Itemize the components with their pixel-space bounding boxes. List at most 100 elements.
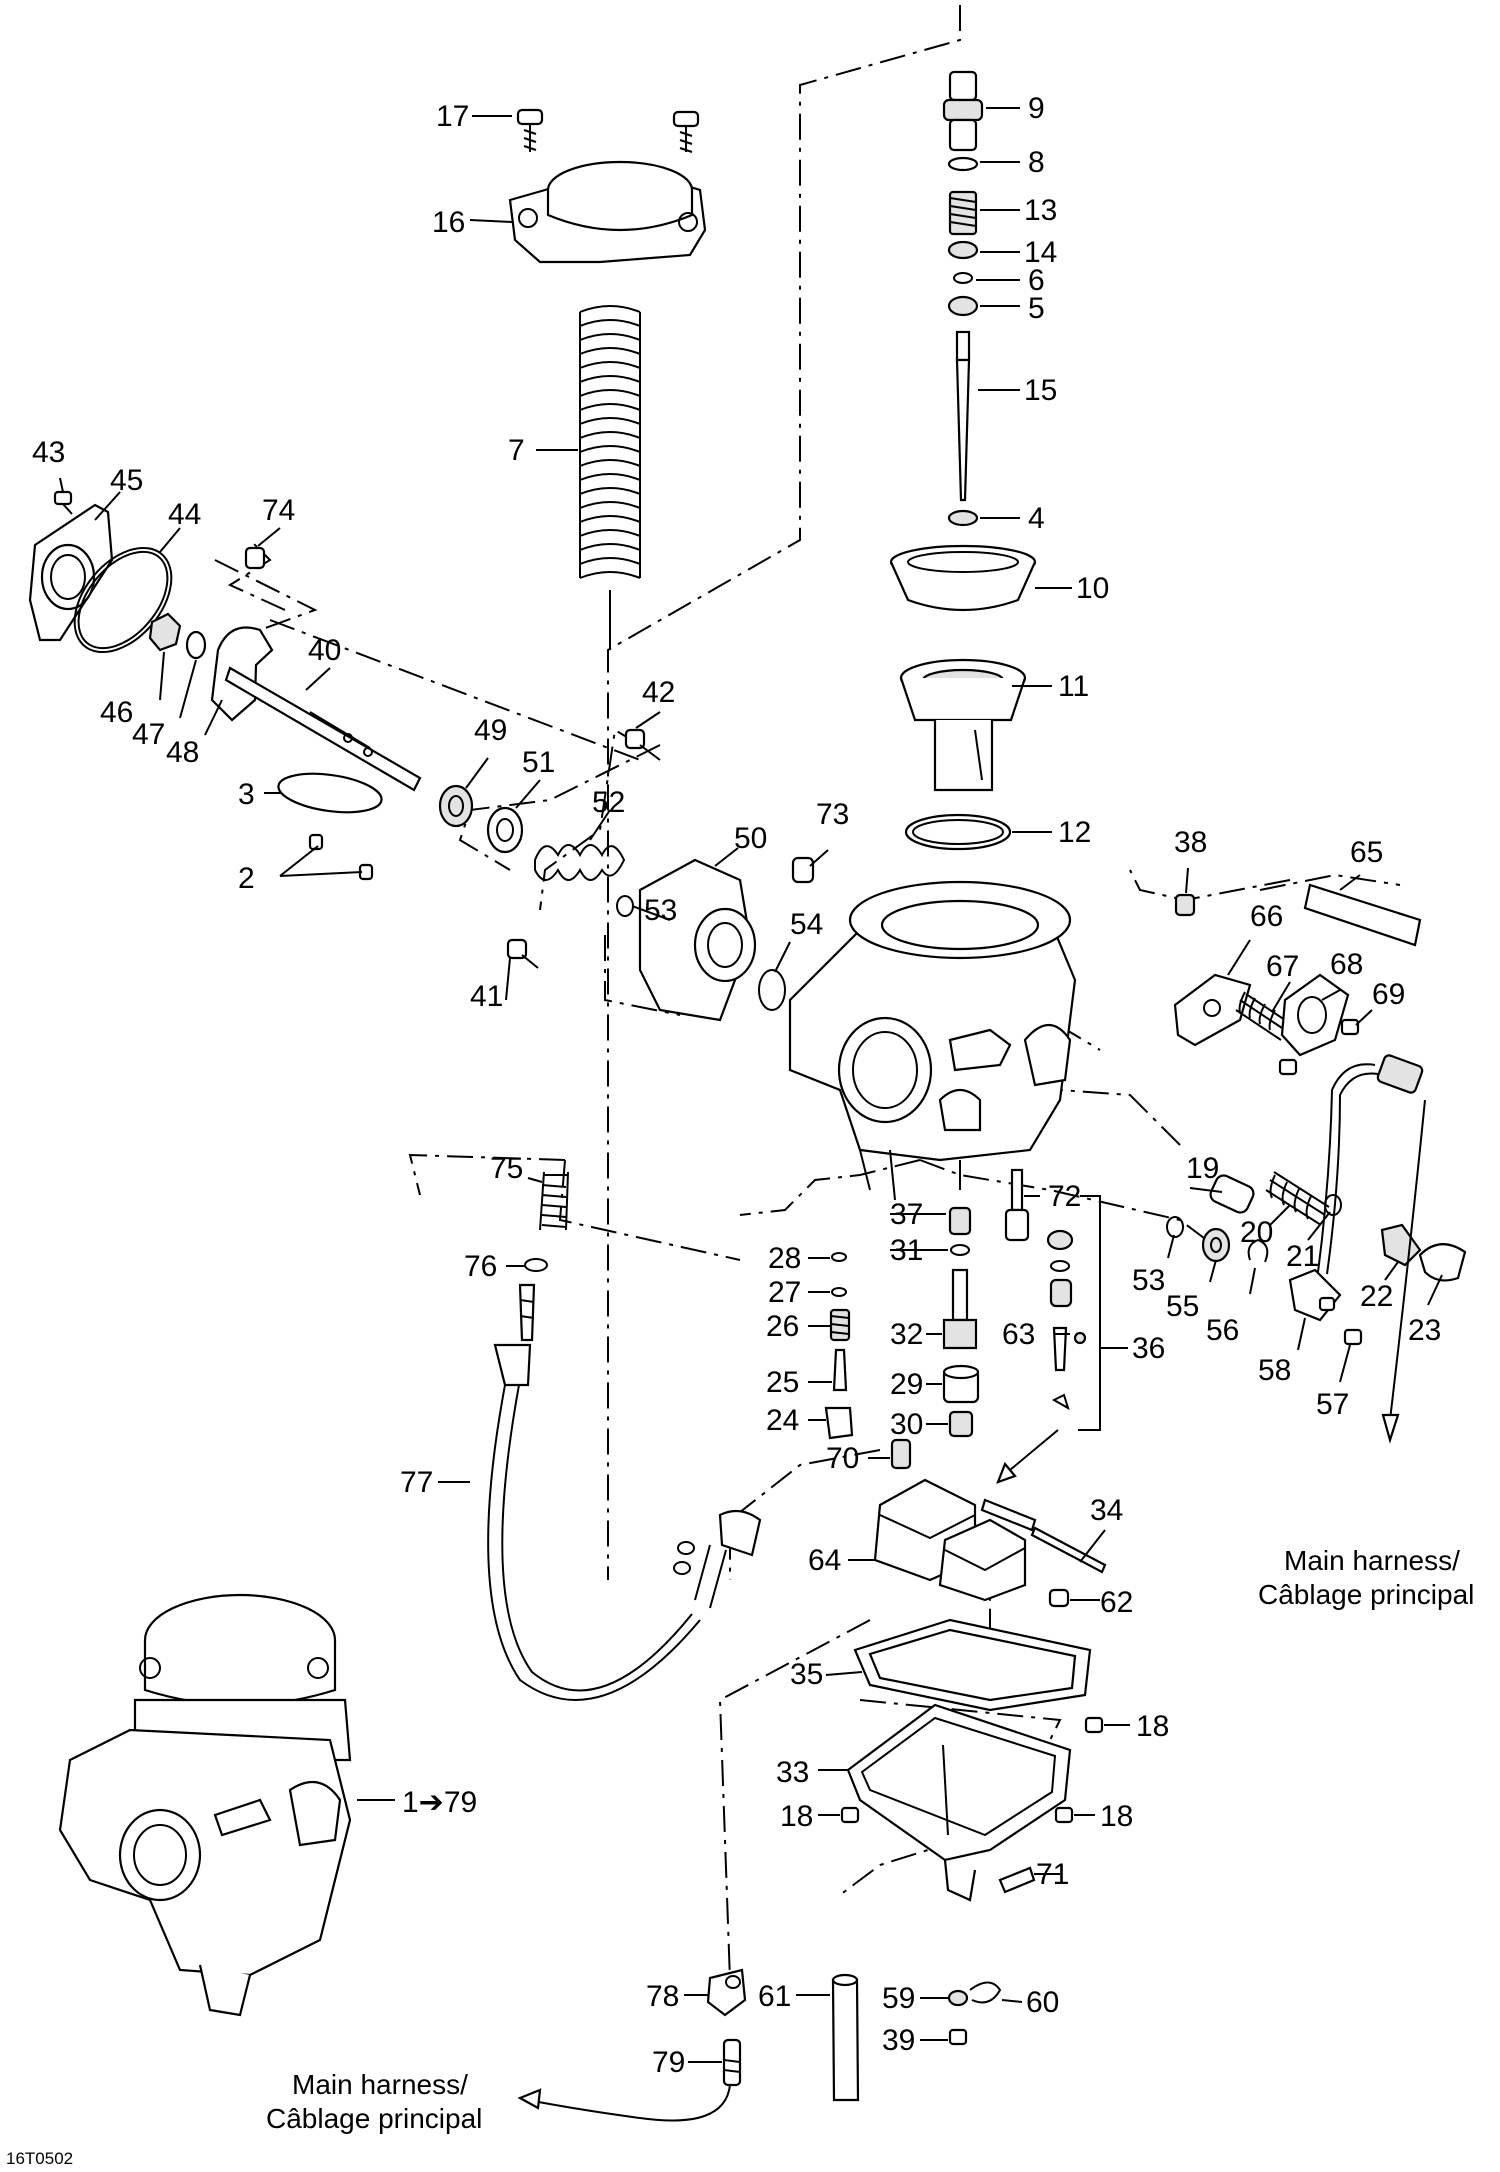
callout: 36 [1132, 1332, 1165, 1365]
callout: 72 [1048, 1180, 1081, 1213]
jet-needle-15 [955, 330, 971, 502]
throttle-housing-50 [638, 858, 757, 1022]
callout: 79 [652, 2046, 685, 2079]
o-ring-59 [947, 1989, 969, 2007]
callout: 37 [890, 1198, 923, 1231]
screw-18c [1054, 1806, 1074, 1824]
callout: 14 [1024, 236, 1057, 269]
callout-numbers: 9 8 13 14 6 5 15 4 10 11 12 17 16 7 43 4… [32, 92, 1441, 2079]
callout: 30 [890, 1408, 923, 1441]
top-cover-16 [508, 160, 707, 264]
screw-63 [1073, 1331, 1087, 1345]
callout: 47 [132, 718, 165, 751]
harness-arrow-bottom [527, 2084, 731, 2122]
screw-39 [948, 2028, 968, 2046]
seal-51 [486, 806, 524, 854]
screw-18a [1084, 1716, 1104, 1734]
callout: 46 [100, 696, 133, 729]
float-pin-34 [1030, 1526, 1107, 1574]
float-arrow [1009, 1429, 1059, 1471]
callout: 42 [642, 676, 675, 709]
washer-14 [947, 240, 979, 260]
float-arrowhead [996, 1461, 1017, 1484]
harness-note-bottom-line1: Main harness/ [292, 2069, 468, 2100]
cap-24 [824, 1406, 854, 1440]
return-spring-52 [534, 844, 626, 881]
washer-49 [438, 784, 474, 828]
cable-77 [487, 1283, 762, 1701]
callout: 71 [1036, 1858, 1069, 1891]
pilot-screw-25 [832, 1348, 848, 1392]
o-ring-54 [758, 969, 786, 1011]
float-64 [873, 1478, 1037, 1602]
spring-20 [1265, 1171, 1330, 1226]
callout: 77 [400, 1466, 433, 1499]
callout: 8 [1028, 146, 1045, 179]
harness-note-right-line1: Main harness/ [1284, 1545, 1460, 1576]
callout: 55 [1166, 1290, 1199, 1323]
callout: 76 [464, 1250, 497, 1283]
screw-18b [840, 1806, 860, 1824]
screw-57 [1343, 1328, 1363, 1346]
sensor-body-58 [1288, 1054, 1424, 1322]
diaphragm-10 [889, 544, 1037, 612]
drain-screw-71 [998, 1866, 1036, 1894]
callout: 73 [816, 798, 849, 831]
callout: 64 [808, 1544, 841, 1577]
callout: 50 [734, 822, 767, 855]
cover-68 [1280, 973, 1350, 1057]
clip-76 [524, 1258, 548, 1272]
callout: 29 [890, 1368, 923, 1401]
callout: 53 [644, 894, 677, 927]
nut-46 [148, 612, 182, 652]
spring-26 [829, 1308, 851, 1342]
plug-38 [1174, 893, 1196, 917]
callout: 65 [1350, 836, 1383, 869]
cap-screw-17b [672, 110, 700, 153]
float-valve-set-36 [1046, 1229, 1074, 1411]
callout: 38 [1174, 826, 1207, 859]
clip-6 [953, 272, 973, 284]
callout: 69 [1372, 978, 1405, 1011]
throttle-valve-3 [277, 772, 383, 814]
tube-61 [831, 1973, 860, 2102]
callout: 12 [1058, 816, 1091, 849]
callout: 1➔79 [402, 1786, 477, 1819]
callout: 9 [1028, 92, 1045, 125]
screw-58b [1318, 1296, 1336, 1312]
harness-arrowhead-bottom [517, 2088, 542, 2110]
callout: 54 [790, 908, 823, 941]
bracket-78 [706, 1968, 747, 2017]
diagram-code: 16T0502 [6, 2149, 73, 2168]
screw-42 [624, 728, 661, 761]
callout: 15 [1024, 374, 1057, 407]
starter-jet-72 [1004, 1168, 1030, 1242]
washer-55 [1201, 1227, 1231, 1263]
needle-jet-32 [942, 1268, 978, 1350]
callout: 74 [262, 494, 295, 527]
o-ring-27 [831, 1287, 847, 1297]
callout: 17 [436, 100, 469, 133]
harness-note-bottom-line2: Câblage principal [266, 2103, 482, 2134]
throttle-slide-11 [899, 658, 1027, 792]
main-jet-30 [948, 1410, 974, 1438]
e-clip-77 [673, 1541, 695, 1575]
complete-carburetor-assembly [58, 1593, 352, 2017]
slide-spring-7 [579, 305, 641, 650]
callout: 26 [766, 1310, 799, 1343]
gasket-35 [853, 1618, 1092, 1712]
o-ring-53b [1166, 1216, 1184, 1238]
needle-spring-13 [948, 190, 978, 236]
callout: 4 [1028, 502, 1045, 535]
callout: 52 [592, 786, 625, 819]
callout: 45 [110, 464, 143, 497]
o-ring-53a [616, 895, 634, 917]
callout: 57 [1316, 1388, 1349, 1421]
screw-43 [53, 490, 73, 515]
o-ring-31 [950, 1244, 970, 1256]
callout: 53 [1132, 1264, 1165, 1297]
callout: 35 [790, 1658, 823, 1691]
callout: 60 [1026, 1986, 1059, 2019]
callout: 27 [768, 1276, 801, 1309]
gasket-66 [1173, 973, 1252, 1047]
